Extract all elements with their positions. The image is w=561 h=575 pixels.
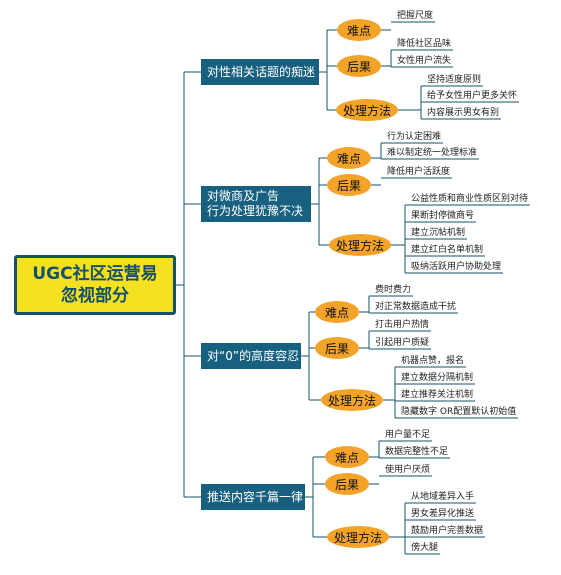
leaf-text: 机器点赞，报名 — [401, 356, 465, 366]
topic-node: 对“0”的高度容忍 — [201, 343, 301, 369]
topic-node: 对性相关话题的痴迷 — [201, 59, 319, 85]
leaf-text: 傍大腿 — [411, 543, 439, 553]
leaf-text: 打击用户热情 — [375, 320, 430, 330]
leaf-text: 从地域差异入手 — [411, 492, 475, 502]
leaf-text: 公益性质和商业性质区别对待 — [411, 194, 529, 204]
topic-label: 对“0”的高度容忍 — [207, 348, 300, 363]
topic-label: 行为处理犹豫不决 — [207, 204, 304, 218]
leaf-text: 鼓励用户完善数据 — [411, 526, 484, 536]
topic-label: 对性相关话题的痴迷 — [207, 64, 316, 79]
leaf-text: 费时费力 — [375, 285, 412, 295]
group-pill: 后果 — [315, 337, 359, 359]
root-title-line1: UGC社区运营易 — [32, 264, 158, 284]
group-pill: 难点 — [315, 301, 359, 323]
leaf-text: 建立推荐关注机制 — [401, 390, 474, 400]
leaf-text: 数据完整性不足 — [385, 447, 449, 457]
topic-node: 对微商及广告行为处理犹豫不决 — [201, 186, 311, 222]
group-pill: 后果 — [325, 473, 369, 495]
group-pill: 难点 — [325, 446, 369, 468]
leaf-text: 行为认定困难 — [387, 132, 442, 142]
group-pill: 难点 — [337, 19, 381, 41]
topic-label: 对微商及广告 — [207, 189, 280, 203]
leaf-text: 女性用户流失 — [397, 56, 452, 66]
leaf-text: 坚持适度原则 — [427, 75, 482, 85]
leaf-text: 降低用户活跃度 — [387, 167, 451, 177]
group-pill: 后果 — [337, 55, 381, 77]
leaf-text: 隐藏数字 OR配置默认初始值 — [401, 407, 517, 417]
leaf-text: 建立数据分隔机制 — [401, 373, 474, 383]
topic-label: 推送内容千篇一律 — [207, 489, 304, 504]
leaf-text: 吸纳活跃用户协助处理 — [411, 262, 502, 272]
leaf-text: 建立红白名单机制 — [411, 245, 484, 255]
leaf-text: 果断封停微商号 — [411, 211, 475, 221]
leaf-text: 男女差异化推送 — [411, 509, 475, 519]
leaf-text: 用户量不足 — [385, 430, 431, 440]
group-pill: 难点 — [327, 147, 371, 169]
root-title-line2: 忽视部分 — [60, 286, 129, 306]
group-pill: 处理方法 — [321, 389, 383, 411]
leaf-text: 对正常数据造成干扰 — [375, 302, 457, 312]
root-node: UGC社区运营易 忽视部分 — [14, 255, 176, 315]
topic-node: 推送内容千篇一律 — [201, 484, 305, 510]
leaf-text: 给予女性用户更多关怀 — [427, 91, 518, 101]
group-pill: 处理方法 — [329, 234, 391, 256]
leaf-text: 建立沉帖机制 — [411, 228, 466, 238]
leaf-text: 引起用户质疑 — [375, 338, 430, 348]
group-pill: 处理方法 — [327, 526, 389, 548]
leaf-text: 把握尺度 — [397, 11, 434, 21]
leaf-text: 降低社区品味 — [397, 39, 452, 49]
leaf-text: 难以制定统一处理标准 — [387, 148, 478, 158]
group-pill: 处理方法 — [336, 99, 398, 121]
leaf-text: 内容展示男女有别 — [427, 108, 500, 118]
group-pill: 后果 — [327, 174, 371, 196]
leaf-text: 使用户厌烦 — [385, 465, 431, 475]
